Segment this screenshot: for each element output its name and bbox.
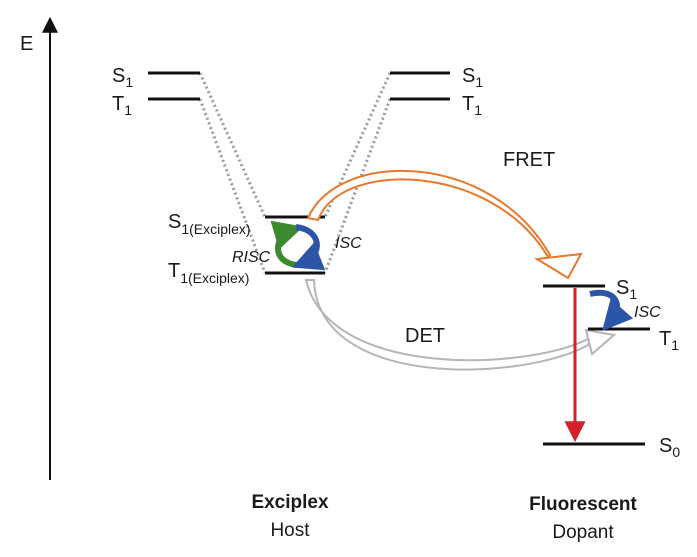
dopant-s1-label: S1 (616, 277, 637, 302)
fret-label: FRET (503, 149, 555, 171)
risc-arrow (270, 220, 304, 268)
host-isc-arrow (291, 224, 326, 271)
host-caption: Host (270, 520, 310, 541)
fret-arrowhead (534, 252, 583, 280)
risc-label: RISC (232, 249, 271, 266)
det-arrowhead (584, 328, 617, 356)
host-left-t1-label: T1 (112, 93, 132, 118)
det-label: DET (405, 325, 445, 347)
host-caption-bold: Exciplex (251, 492, 329, 513)
dopant-isc-label: ISC (634, 304, 661, 321)
energy-axis-label: E (20, 33, 33, 55)
exciplex-t1-label: T1(Exciplex) (168, 260, 249, 286)
dopant-s0-label: S0 (659, 435, 680, 460)
host-isc-label: ISC (335, 235, 362, 252)
dopant-t1-label: T1 (659, 328, 679, 353)
exciplex-s1-label: S1(Exciplex) (168, 211, 251, 237)
dopant-caption-bold: Fluorescent (529, 494, 637, 515)
host-right-s1-label: S1 (462, 65, 483, 90)
det-arrow (304, 279, 592, 371)
host-left-s1-label: S1 (112, 65, 133, 90)
dopant-isc-arrow (589, 289, 634, 332)
host-right-t1-label: T1 (462, 93, 482, 118)
dopant-caption: Dopant (552, 522, 614, 543)
